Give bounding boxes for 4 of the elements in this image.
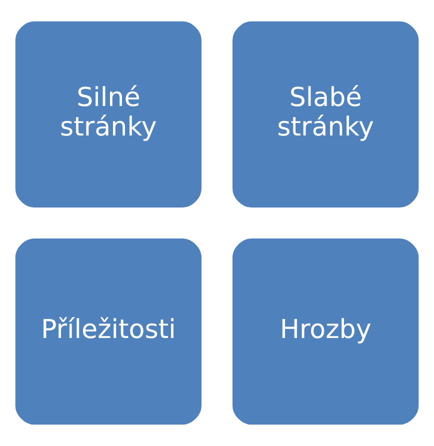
node-box: Silné stránky [14, 20, 204, 210]
node-box: Příležitosti [14, 236, 204, 426]
node-box: Slabé stránky [230, 20, 420, 210]
node-box: Hrozby [230, 236, 420, 426]
